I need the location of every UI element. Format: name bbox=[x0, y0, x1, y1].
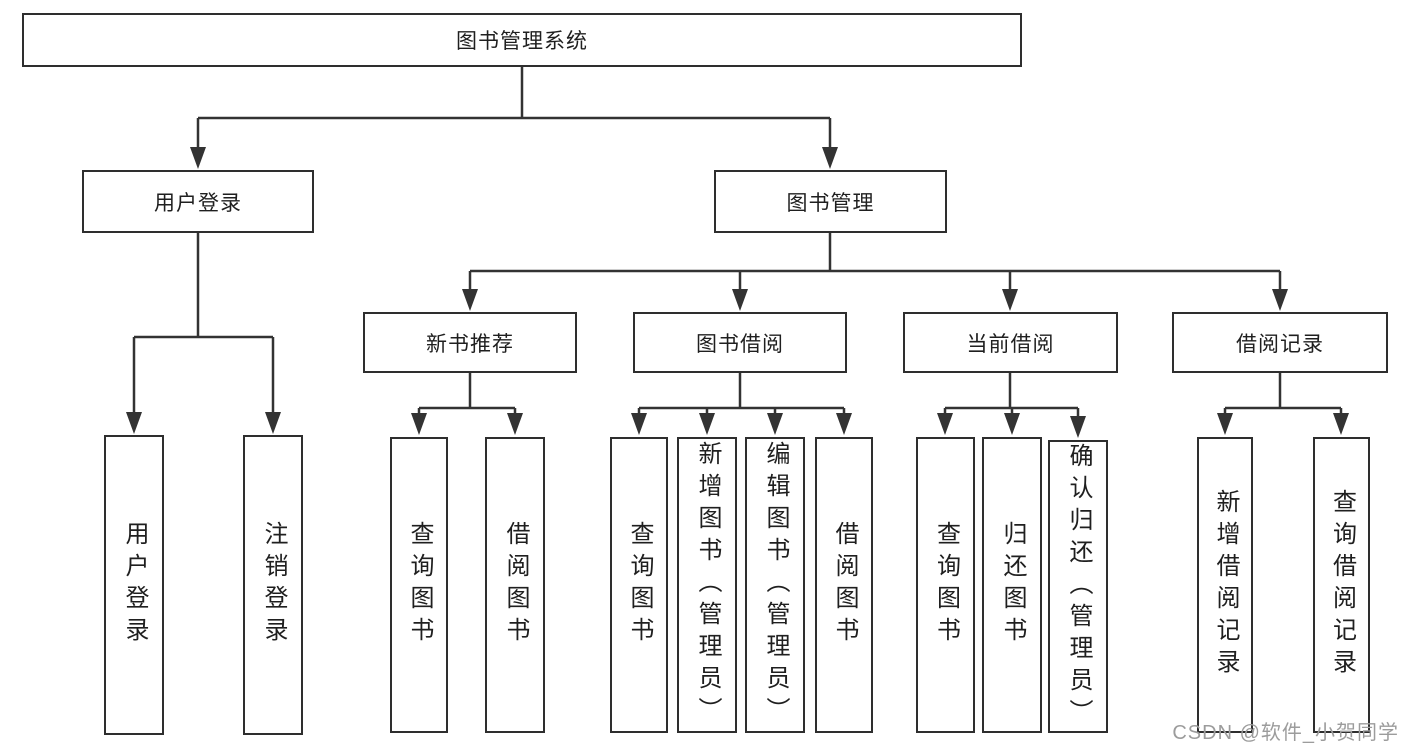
leaf-rec-borrow-book: 借阅图书 bbox=[485, 437, 545, 733]
node-label: 用户登录 bbox=[121, 521, 148, 649]
node-user-login: 用户登录 bbox=[82, 170, 314, 233]
node-root-system: 图书管理系统 bbox=[22, 13, 1022, 67]
node-label: 新增借阅记录 bbox=[1212, 489, 1239, 681]
node-label: 借阅记录 bbox=[1236, 332, 1324, 356]
leaf-current-return-book: 归还图书 bbox=[982, 437, 1042, 733]
connector-newbookrec-to-leaves bbox=[411, 373, 523, 435]
leaf-borrow-add-book-admin: 新增图书（管理员） bbox=[677, 437, 737, 733]
node-new-book-recommend: 新书推荐 bbox=[363, 312, 577, 373]
node-label: 查询图书 bbox=[406, 521, 433, 649]
connector-borrowrecords-to-leaves bbox=[1217, 373, 1349, 435]
leaf-current-confirm-return-admin: 确认归还（管理员） bbox=[1048, 440, 1108, 733]
leaf-borrow-edit-book-admin: 编辑图书（管理员） bbox=[745, 437, 805, 733]
node-book-management: 图书管理 bbox=[714, 170, 947, 233]
leaf-borrow-borrow-book: 借阅图书 bbox=[815, 437, 873, 733]
node-label: 新增图书（管理员） bbox=[694, 441, 721, 729]
node-label: 用户登录 bbox=[154, 191, 242, 215]
node-label: 查询借阅记录 bbox=[1328, 489, 1356, 681]
node-label: 确认归还（管理员） bbox=[1065, 442, 1092, 731]
arrowhead bbox=[126, 412, 281, 434]
leaf-current-query-book: 查询图书 bbox=[916, 437, 975, 733]
leaf-logout: 注销登录 bbox=[243, 435, 303, 735]
arrowhead bbox=[1217, 413, 1349, 435]
leaf-records-add-record: 新增借阅记录 bbox=[1197, 437, 1253, 733]
leaf-records-query-record: 查询借阅记录 bbox=[1313, 437, 1370, 733]
node-label: 新书推荐 bbox=[426, 332, 514, 356]
leaf-borrow-query-book: 查询图书 bbox=[610, 437, 668, 733]
leaf-rec-query-book: 查询图书 bbox=[390, 437, 448, 733]
connector-currentborrow-to-leaves bbox=[937, 373, 1086, 438]
node-label: 借阅图书 bbox=[502, 521, 529, 649]
node-current-borrow: 当前借阅 bbox=[903, 312, 1118, 373]
node-label: 图书管理系统 bbox=[456, 30, 588, 53]
node-label: 注销登录 bbox=[260, 521, 287, 649]
node-label: 图书管理 bbox=[786, 191, 875, 215]
node-book-borrow: 图书借阅 bbox=[633, 312, 847, 373]
arrowhead bbox=[411, 413, 523, 435]
node-label: 当前借阅 bbox=[966, 332, 1055, 356]
node-label: 归还图书 bbox=[999, 521, 1026, 649]
connector-userlogin-to-leaves bbox=[126, 233, 281, 434]
arrowhead bbox=[190, 147, 838, 169]
arrowhead bbox=[937, 413, 1086, 438]
node-label: 借阅图书 bbox=[831, 521, 858, 649]
leaf-user-login: 用户登录 bbox=[104, 435, 164, 735]
node-borrow-records: 借阅记录 bbox=[1172, 312, 1388, 373]
node-label: 查询图书 bbox=[626, 521, 653, 649]
arrowhead bbox=[631, 413, 852, 435]
connector-bookmgmt-to-level3 bbox=[462, 233, 1288, 311]
csdn-watermark: CSDN @软件_小贺同学 bbox=[1172, 722, 1399, 744]
connector-bookborrow-to-leaves bbox=[631, 373, 852, 435]
connector-root-to-level2 bbox=[190, 67, 838, 169]
node-label: 查询图书 bbox=[932, 521, 960, 649]
arrowhead bbox=[462, 289, 1288, 311]
node-label: 编辑图书（管理员） bbox=[762, 441, 789, 729]
node-label: 图书借阅 bbox=[696, 332, 784, 356]
